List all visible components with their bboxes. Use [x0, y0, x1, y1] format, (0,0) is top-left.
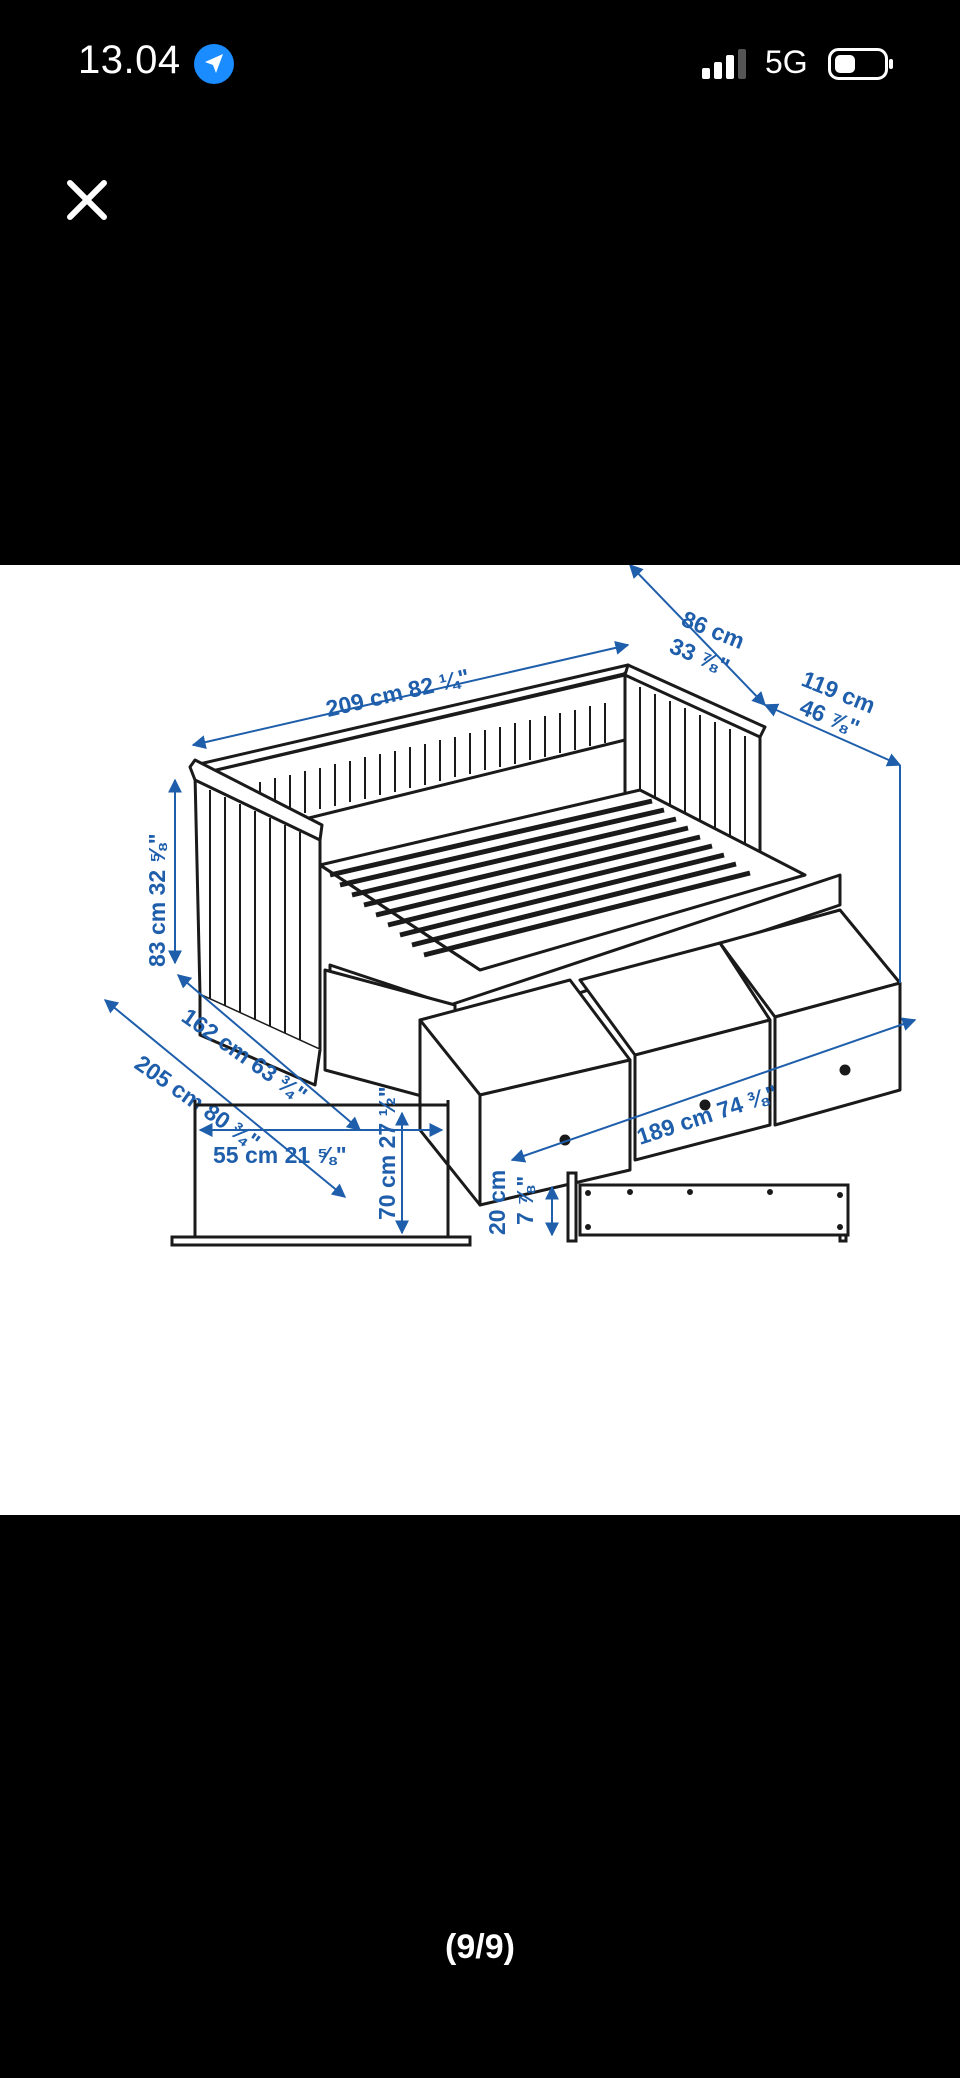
drawer-dimension-lines — [198, 1111, 444, 1235]
daybed-drawing — [188, 663, 902, 1207]
product-image[interactable]: 209 cm 82 ¼" 86 cm 33 ⅞" 119 cm 46 ⅞" 83… — [0, 565, 960, 1515]
close-icon[interactable] — [62, 175, 112, 225]
location-arrow-icon — [194, 44, 234, 84]
label-drawer-height-cm: 20 cm — [484, 1170, 510, 1235]
drawer-top-view — [170, 1100, 472, 1247]
label-drawer-width: 55 cm 21 ⅝" — [213, 1142, 347, 1168]
battery-icon — [828, 48, 893, 80]
dimension-lines — [103, 565, 917, 1198]
drawer-side-view — [566, 1171, 850, 1243]
image-counter: (9/9) — [445, 1928, 515, 1966]
daybed-dimension-diagram: 209 cm 82 ¼" 86 cm 33 ⅞" 119 cm 46 ⅞" 83… — [103, 565, 917, 1247]
label-height: 83 cm 32 ⅝" — [144, 833, 170, 967]
status-bar: 13.04 5G — [0, 0, 960, 130]
status-time: 13.04 — [78, 38, 181, 82]
label-drawer-depth: 70 cm 27 ½" — [374, 1086, 400, 1220]
signal-bars-icon — [702, 49, 746, 79]
network-type: 5G — [765, 44, 808, 80]
label-drawer-height-in: 7 ⅞" — [512, 1176, 538, 1225]
